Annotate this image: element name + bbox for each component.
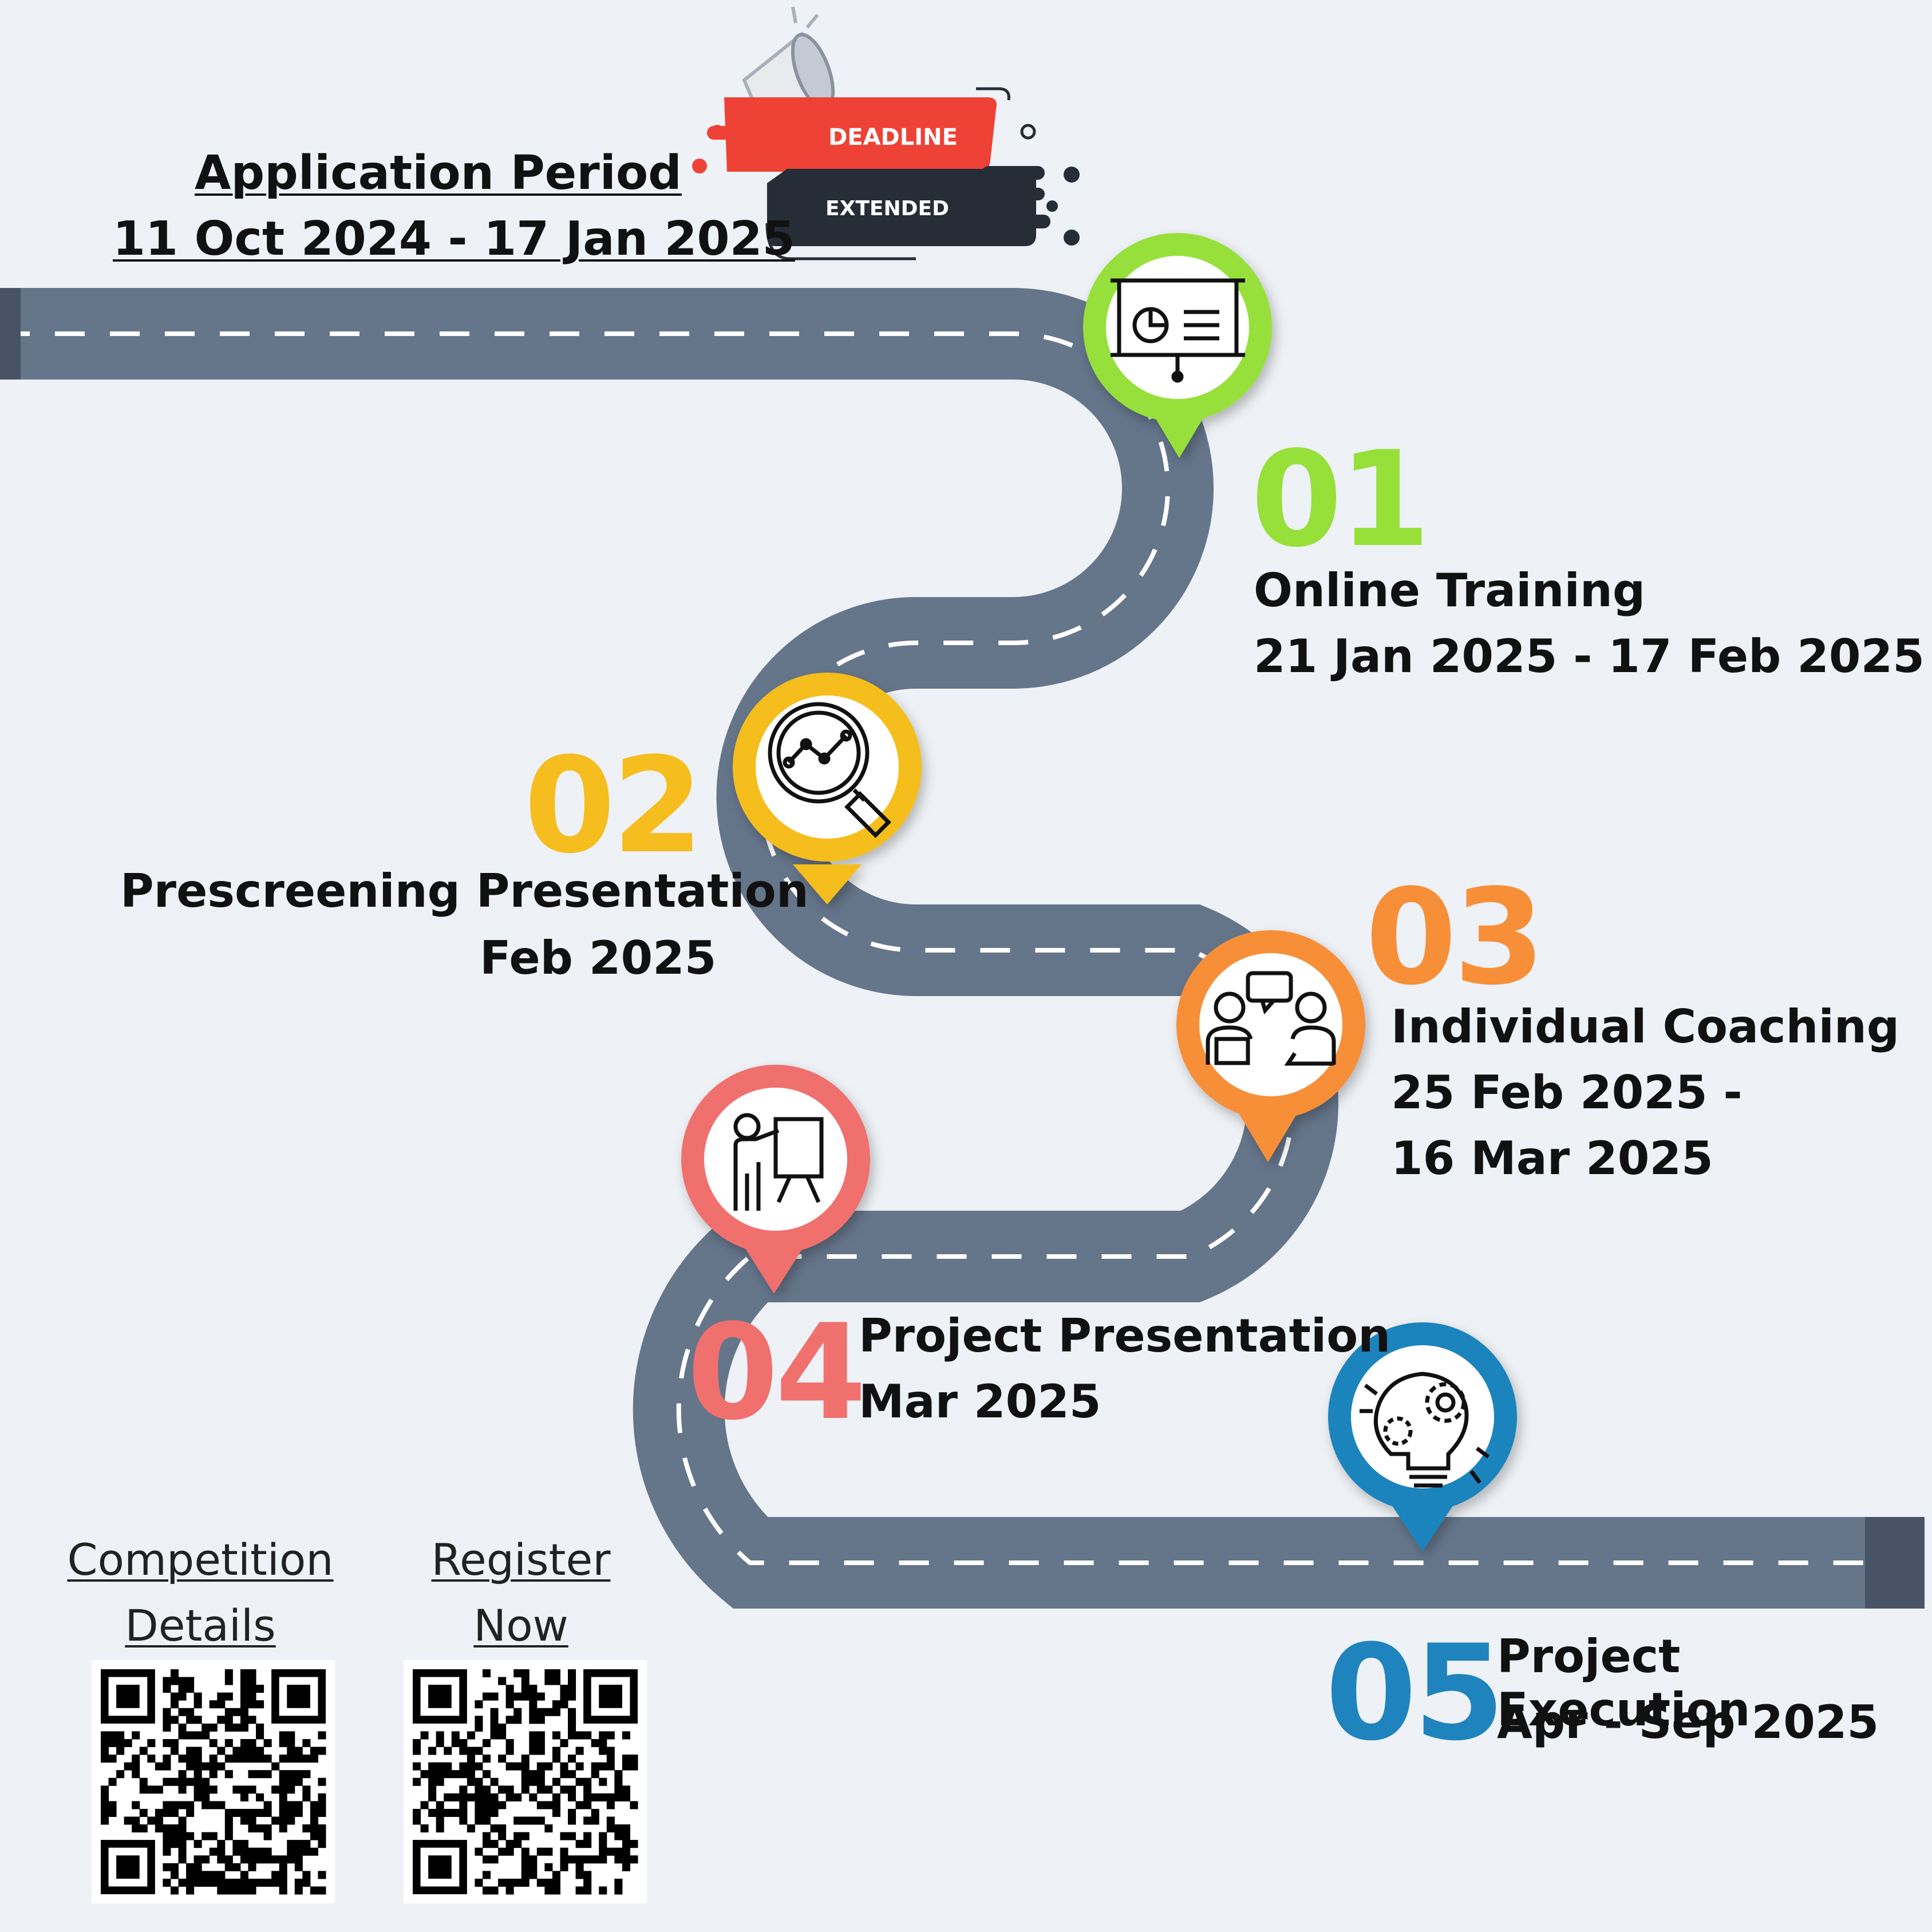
application-period-dates: 11 Oct 2024 - 17 Jan 2025 xyxy=(113,212,795,266)
step-01-number: 01 xyxy=(1251,424,1431,576)
step-03-date-line2: 16 Mar 2025 xyxy=(1391,1132,1713,1185)
competition-details-link-line2[interactable]: Details xyxy=(125,1600,276,1651)
pin-03 xyxy=(1176,930,1365,1162)
presentation-board-icon xyxy=(1111,278,1245,383)
step-02-title: Prescreening Presentation xyxy=(120,864,809,918)
magnifier-chart-icon xyxy=(768,702,892,839)
badge-extended-text: EXTENDED xyxy=(825,197,949,220)
step-01-title: Online Training xyxy=(1254,564,1646,617)
step-02-date: Feb 2025 xyxy=(480,931,717,985)
road-start-cap xyxy=(0,288,21,380)
register-now-link-line2[interactable]: Now xyxy=(473,1600,568,1651)
step-04-number: 04 xyxy=(687,1297,867,1449)
deadline-extended-badge: DEADLINE EXTENDED xyxy=(692,6,1080,260)
competition-details-link-line1[interactable]: Competition xyxy=(67,1534,334,1585)
road-end-cap xyxy=(1865,1517,1925,1609)
winding-road xyxy=(0,288,1925,1609)
coaching-conversation-icon xyxy=(1206,971,1336,1066)
register-now-link-line1[interactable]: Register xyxy=(431,1534,611,1585)
step-05-number: 05 xyxy=(1325,1617,1505,1770)
badge-deadline-text: DEADLINE xyxy=(828,124,958,151)
step-03-date-line1: 25 Feb 2025 - xyxy=(1391,1066,1743,1119)
step-03-number: 03 xyxy=(1365,862,1545,1014)
step-04-date: Mar 2025 xyxy=(859,1375,1101,1428)
step-05-date: Apr - Sep 2025 xyxy=(1497,1696,1879,1749)
pin-05 xyxy=(1328,1322,1517,1551)
qr-code-register-now[interactable] xyxy=(404,1660,647,1903)
step-01-date: 21 Jan 2025 - 17 Feb 2025 xyxy=(1254,630,1925,683)
step-02-number: 02 xyxy=(524,730,704,883)
application-period-title: Application Period xyxy=(195,146,682,200)
bulb-gears-icon xyxy=(1360,1372,1490,1488)
step-04-title: Project Presentation xyxy=(859,1309,1391,1362)
step-05-title: Project Execution xyxy=(1497,1630,1751,1736)
step-03-title: Individual Coaching xyxy=(1391,1000,1900,1053)
qr-code-competition-details[interactable] xyxy=(92,1660,335,1903)
presenter-easel-icon xyxy=(733,1113,824,1211)
